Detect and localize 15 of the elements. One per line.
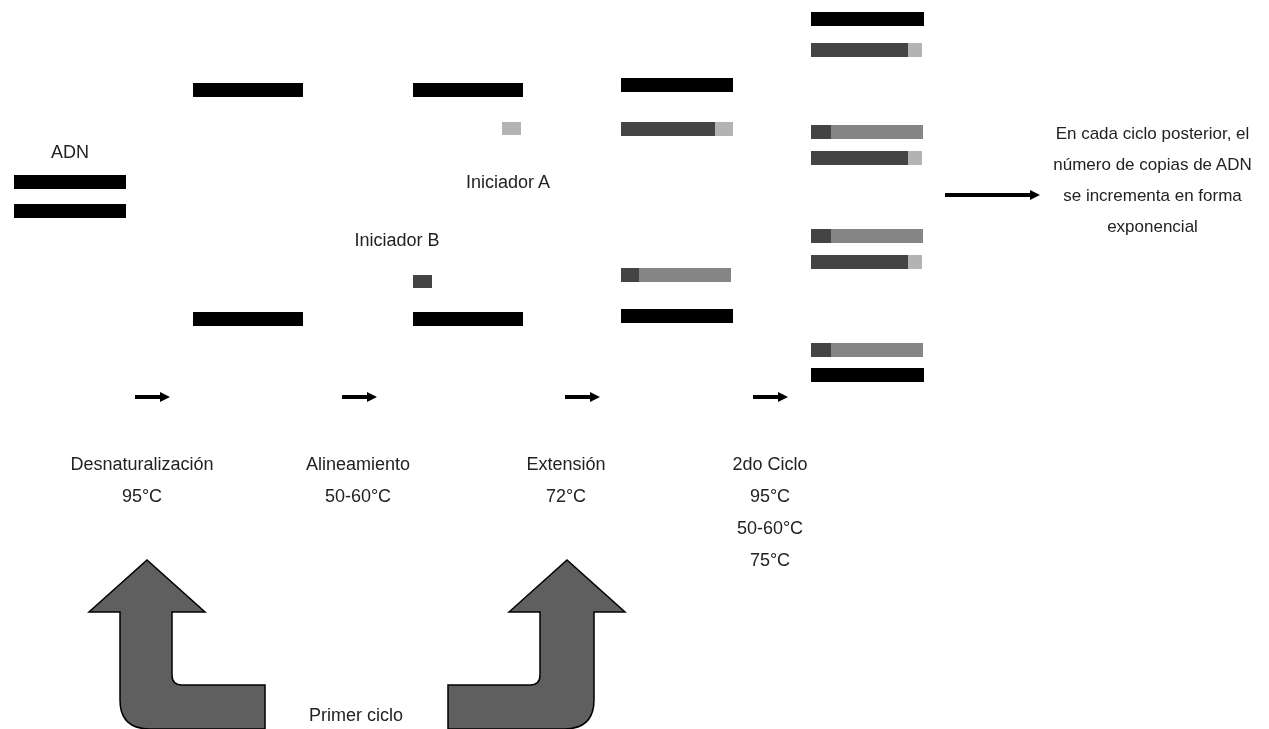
label-text: 95°C xyxy=(749,485,791,508)
label-text: 2do Ciclo xyxy=(732,453,808,476)
label-text: Iniciador B xyxy=(354,229,440,252)
label-text: Desnaturalización xyxy=(70,453,214,476)
label-text: Primer ciclo xyxy=(309,704,403,727)
label-text: 50-60°C xyxy=(736,517,804,540)
label-text: ADN xyxy=(51,141,89,164)
label-text: 72°C xyxy=(545,485,587,508)
label-text: Alineamiento xyxy=(305,453,411,476)
label-text: 50-60°C xyxy=(324,485,392,508)
note-text: En cada ciclo posterior, el número de copias de ADN se incrementa en forma exponencial xyxy=(1052,123,1253,238)
label-text: Iniciador A xyxy=(465,171,551,194)
label-text: 75°C xyxy=(749,549,791,572)
label-text: Extensión xyxy=(526,453,606,476)
label-text: 95°C xyxy=(121,485,163,508)
